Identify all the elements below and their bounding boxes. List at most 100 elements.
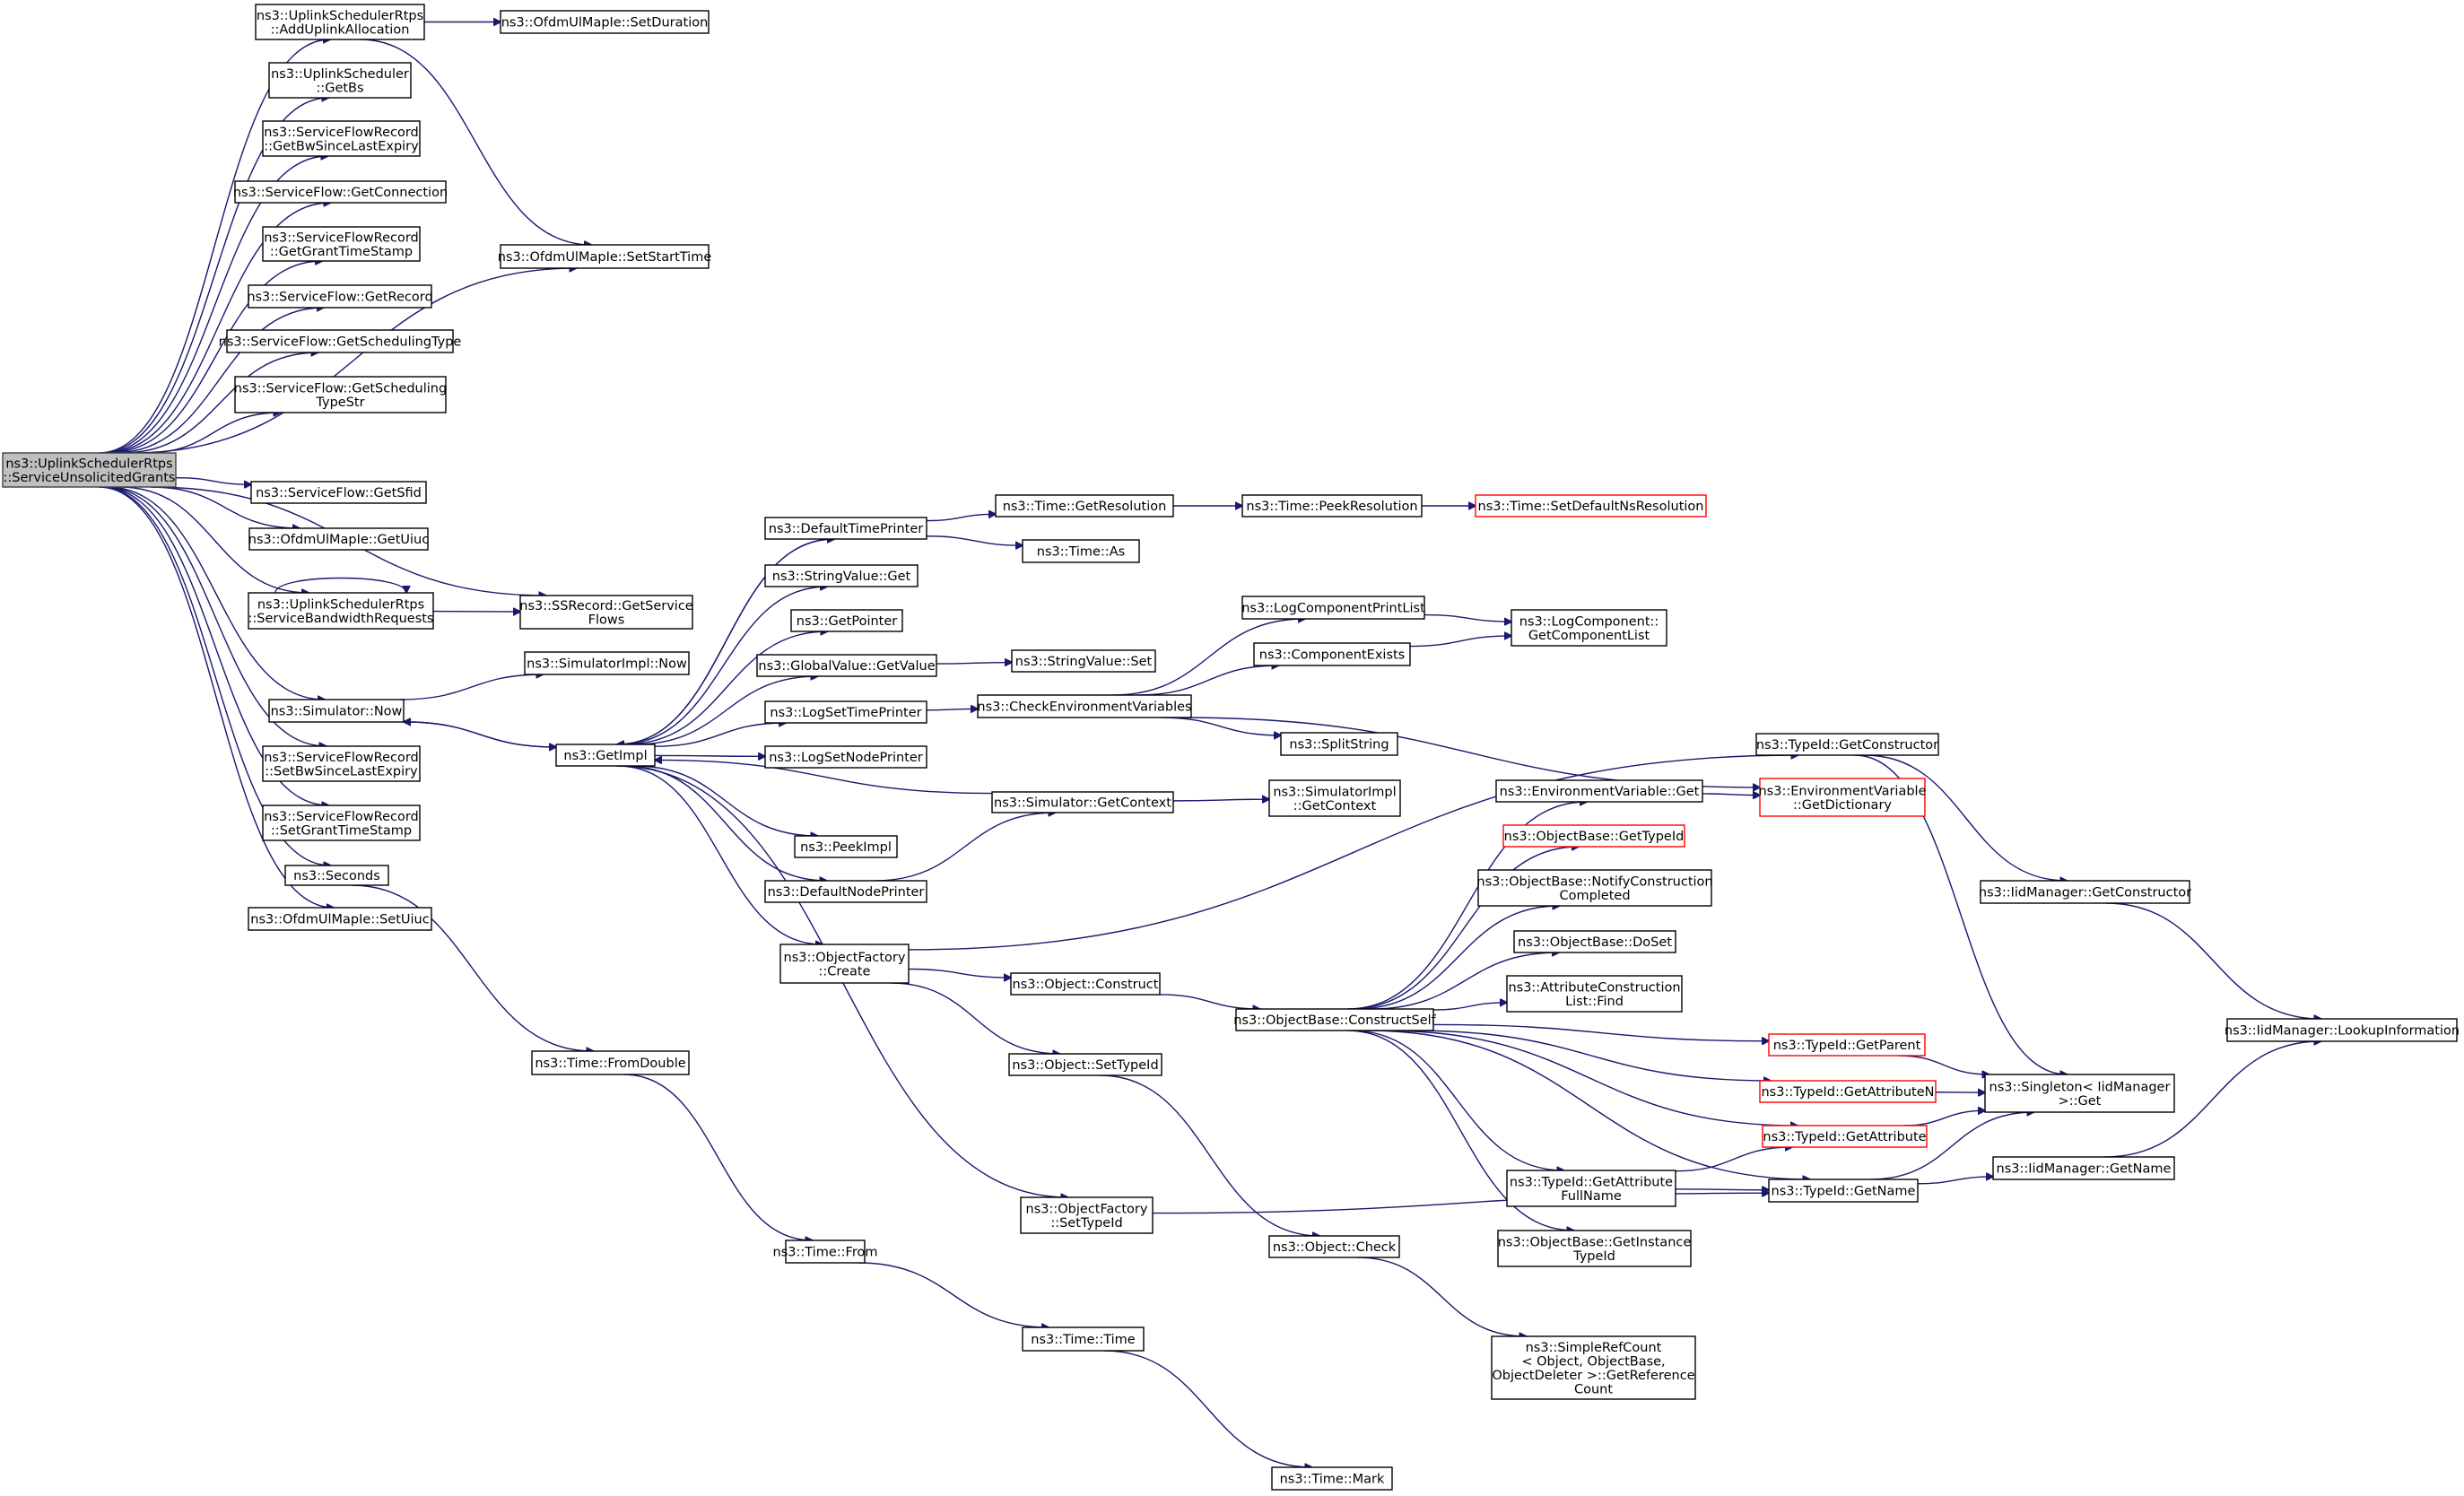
node-label-line: ns3::OfdmUlMapIe::SetStartTime [498,250,712,265]
node-getImpl[interactable]: ns3::GetImpl [555,744,656,767]
node-typeIdGetName[interactable]: ns3::TypeId::GetName [1768,1179,1919,1203]
node-envVarGet[interactable]: ns3::EnvironmentVariable::Get [1495,779,1703,803]
node-objBaseNotify[interactable]: ns3::ObjectBase::NotifyConstructionCompl… [1476,869,1713,907]
node-objBaseDoSet[interactable]: ns3::ObjectBase::DoSet [1513,930,1676,953]
node-objBaseGetTypeId[interactable]: ns3::ObjectBase::GetTypeId [1502,824,1685,848]
node-label-line: ::GetGrantTimeStamp [270,245,413,259]
node-logSetTime[interactable]: ns3::LogSetTimePrinter [764,700,927,724]
node-box [1022,1326,1145,1352]
node-timeTime[interactable]: ns3::Time::Time [1022,1326,1145,1352]
edge-objBaseConstructSelf-to-typeIdGetAttrFull [1351,1030,1563,1170]
node-iidMgrGetConstructor[interactable]: ns3::IidManager::GetConstructor [1979,880,2191,904]
node-logCompPrintList[interactable]: ns3::LogComponentPrintList [1241,596,1425,620]
node-logSetNode[interactable]: ns3::LogSetNodePrinter [764,745,927,769]
node-setDuration[interactable]: ns3::OfdmUlMapIe::SetDuration [500,10,710,34]
node-timeFromDouble[interactable]: ns3::Time::FromDouble [531,1050,690,1075]
edge-line [1351,1030,1563,1170]
edge-iidMgrGetConstructor-to-iidMgrLookup [2105,902,2321,1019]
node-serviceBw[interactable]: ns3::UplinkSchedulerRtps::ServiceBandwid… [248,592,434,630]
node-getBwSince[interactable]: ns3::ServiceFlowRecord::GetBwSinceLastEx… [262,120,421,157]
edge-checkEnv-to-logCompPrintList [1112,619,1305,696]
node-label-line: ns3::Object::Construct [1013,978,1159,992]
node-seconds[interactable]: ns3::Seconds [284,865,389,886]
node-getSchedType[interactable]: ns3::ServiceFlow::GetSchedulingType [219,329,462,353]
node-globalGetValue[interactable]: ns3::GlobalValue::GetValue [756,654,937,677]
node-timeSetDefNs[interactable]: ns3::Time::SetDefaultNsResolution [1475,494,1707,518]
node-defTimePrinter[interactable]: ns3::DefaultTimePrinter [764,517,927,540]
node-getConnection[interactable]: ns3::ServiceFlow::GetConnection [233,180,448,204]
node-setGrantTS[interactable]: ns3::ServiceFlowRecord::SetGrantTimeStam… [262,805,421,841]
node-objSetTypeId[interactable]: ns3::Object::SetTypeId [1008,1053,1162,1076]
node-getBs[interactable]: ns3::UplinkScheduler::GetBs [268,62,412,99]
edge-line [1370,952,1559,1010]
node-objConstruct[interactable]: ns3::Object::Construct [1010,972,1161,996]
node-timeAs[interactable]: ns3::Time::As [1022,539,1140,563]
edge-root-to-getUiuc [151,486,300,528]
edge-line [1902,1110,1985,1126]
node-envVarGetDict[interactable]: ns3::EnvironmentVariable::GetDictionary [1758,778,1927,817]
node-typeIdGetParent[interactable]: ns3::TypeId::GetParent [1768,1033,1926,1057]
node-simGetContext[interactable]: ns3::Simulator::GetContext [991,791,1174,813]
node-defNodePrinter[interactable]: ns3::DefaultNodePrinter [764,880,927,903]
node-strValueGet[interactable]: ns3::StringValue::Get [764,564,919,587]
node-getGrantTS[interactable]: ns3::ServiceFlowRecord::GetGrantTimeStam… [262,226,421,262]
node-objCheck[interactable]: ns3::Object::Check [1268,1235,1400,1258]
node-simImplGetContext[interactable]: ns3::SimulatorImpl::GetContext [1268,779,1401,817]
node-getPointer[interactable]: ns3::GetPointer [790,609,903,632]
node-box [531,1050,690,1075]
node-setBwSince[interactable]: ns3::ServiceFlowRecord::SetBwSinceLastEx… [262,745,421,782]
node-getUiuc[interactable]: ns3::OfdmUlMapIe::GetUiuc [248,527,429,551]
node-iidMgrGetName[interactable]: ns3::IidManager::GetName [1992,1156,2175,1180]
node-iidMgrLookup[interactable]: ns3::IidManager::LookupInformation [2225,1018,2460,1042]
edge-line [1424,613,1511,622]
node-strValueSet[interactable]: ns3::StringValue::Set [1011,649,1156,673]
node-label-line: ns3::ServiceFlow::GetRecord [247,291,432,305]
node-box [790,609,903,632]
node-timeGetRes[interactable]: ns3::Time::GetResolution [995,494,1174,518]
node-getSfid[interactable]: ns3::ServiceFlow::GetSfid [250,481,427,504]
node-objFactoryCreate[interactable]: ns3::ObjectFactory::Create [779,944,910,984]
edge-root-to-getSfid [175,476,251,485]
node-timePeekRes[interactable]: ns3::Time::PeekResolution [1241,494,1423,518]
edge-typeIdGetConstructor-to-singletonGet [1854,754,2067,1074]
node-compExists[interactable]: ns3::ComponentExists [1253,642,1411,666]
node-typeIdGetConstructor[interactable]: ns3::TypeId::GetConstructor [1755,733,1939,756]
node-checkEnv[interactable]: ns3::CheckEnvironmentVariables [977,694,1192,718]
node-peekImpl[interactable]: ns3::PeekImpl [794,835,898,858]
node-typeIdGetAttr[interactable]: ns3::TypeId::GetAttribute [1762,1125,1928,1148]
node-simNow[interactable]: ns3::Simulator::Now [268,699,405,723]
node-simpleRefCount[interactable]: ns3::SimpleRefCount< Object, ObjectBase,… [1491,1335,1696,1400]
node-box [1475,494,1707,518]
node-splitString[interactable]: ns3::SplitString [1280,732,1398,756]
node-setUiuc[interactable]: ns3::OfdmUlMapIe::SetUiuc [248,907,432,931]
node-box [250,481,427,504]
node-objBaseConstructSelf[interactable]: ns3::ObjectBase::ConstructSelf [1233,1008,1437,1031]
node-label-line: ::GetBwSinceLastExpiry [264,139,419,153]
node-simImplNow[interactable]: ns3::SimulatorImpl::Now [524,651,690,675]
edge-simGetContext-to-getImpl [655,760,993,795]
node-box [1511,609,1667,647]
node-addUplink[interactable]: ns3::UplinkSchedulerRtps::AddUplinkAlloc… [255,4,425,40]
edge-objFactoryCreate-to-typeIdGetConstructor [908,755,1798,951]
edge-line [1357,1257,1526,1336]
node-setStartTime[interactable]: ns3::OfdmUlMapIe::SetStartTime [498,244,712,269]
node-typeIdGetAttrN[interactable]: ns3::TypeId::GetAttributeN [1759,1080,1937,1103]
node-label-line: ::GetContext [1293,799,1377,813]
node-timeFrom[interactable]: ns3::Time::From [773,1239,878,1264]
node-box [1241,494,1423,518]
edge-root-to-getGrantTS [108,261,323,454]
node-objFactorySetTypeId[interactable]: ns3::ObjectFactory::SetTypeId [1020,1196,1154,1234]
node-singletonGet[interactable]: ns3::Singleton< IidManager>::Get [1984,1074,2175,1113]
node-label-line: ::GetDictionary [1793,798,1892,813]
node-getRecord[interactable]: ns3::ServiceFlow::GetRecord [247,284,433,309]
node-box [995,494,1174,518]
node-box [234,376,447,413]
node-timeMark[interactable]: ns3::Time::Mark [1271,1466,1393,1491]
node-logCompGetList[interactable]: ns3::LogComponent::GetComponentList [1511,609,1667,647]
node-label-line: ::AddUplinkAllocation [271,22,410,37]
